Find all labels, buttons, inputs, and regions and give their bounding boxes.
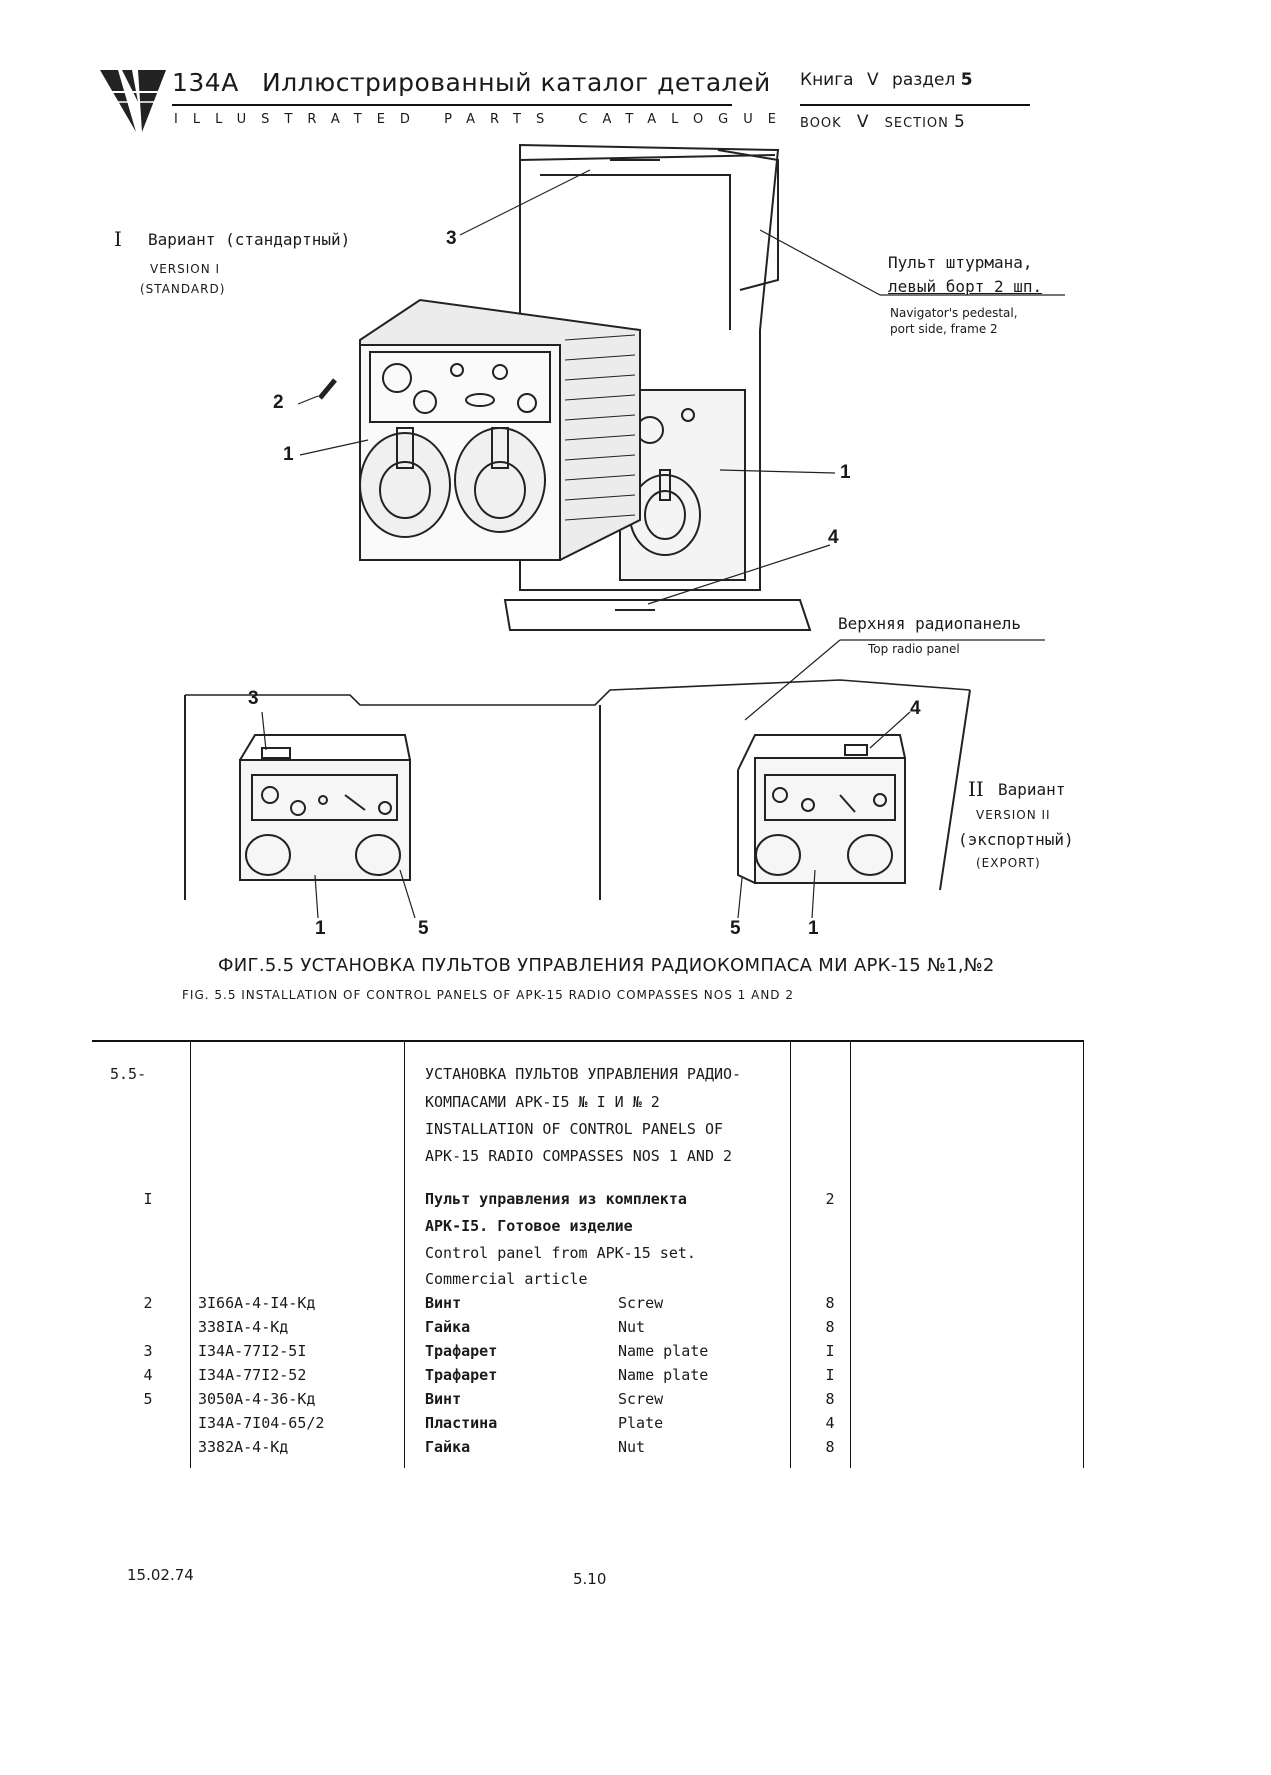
table-cell-qty: 8	[825, 1438, 835, 1456]
top-panel-label-en: Top radio panel	[868, 642, 960, 656]
callout-1-left: 1	[283, 444, 294, 465]
catalog-title-ru: Иллюстрированный каталог деталей	[262, 68, 771, 97]
table-cell-item: 4	[143, 1366, 153, 1384]
version-1-label-en: VERSION I	[150, 262, 221, 276]
table-cell-ru: Винт	[425, 1294, 462, 1312]
navigator-label-en: Navigator's pedestal,	[890, 306, 1018, 320]
callout-4-top: 4	[828, 527, 839, 548]
table-cell-part: 3382A-4-Кд	[198, 1438, 289, 1456]
callout-5-bottom-left: 5	[418, 918, 429, 939]
table-cell-part: I34A-77I2-52	[198, 1366, 307, 1384]
table-cell-ru: УСТАНОВКА ПУЛЬТОВ УПРАВЛЕНИЯ РАДИО-	[425, 1065, 742, 1083]
table-cell-en: Screw	[618, 1294, 664, 1312]
table-cell-qty: I	[825, 1366, 835, 1384]
table-cell-en: Plate	[618, 1414, 664, 1432]
book-label-en: BOOK V SECTION 5	[800, 112, 966, 132]
table-cell-item: I	[143, 1190, 153, 1208]
catalog-title-en: ILLUSTRATED PARTS CATALOGUE	[174, 112, 791, 127]
callout-3-bottom: 3	[248, 688, 259, 709]
table-cell-ru: INSTALLATION OF CONTROL PANELS OF	[425, 1120, 724, 1138]
table-cell-qty: I	[825, 1342, 835, 1360]
table-column-divider	[190, 1040, 191, 1468]
book-word-ru: Книга	[800, 70, 854, 90]
footer-page-number: 5.10	[573, 1570, 607, 1588]
version-2-label-ru-b: (экспортный)	[958, 830, 1074, 849]
table-cell-ru: Commercial article	[425, 1270, 588, 1288]
table-cell-ru: КОМПАСАМИ АРК-I5 № I И № 2	[425, 1093, 660, 1111]
table-cell-en: Name plate	[618, 1366, 709, 1384]
callout-2: 2	[273, 392, 284, 413]
book-label-ru: Книга V раздел 5	[800, 70, 973, 90]
table-cell-qty: 8	[825, 1294, 835, 1312]
book-word-en: BOOK	[800, 116, 842, 131]
figure-caption-en: FIG. 5.5 INSTALLATION OF CONTROL PANELS …	[182, 988, 794, 1002]
table-cell-part: 3I66A-4-I4-Кд	[198, 1294, 316, 1312]
table-cell-ru: Пластина	[425, 1414, 498, 1432]
table-cell-part: 338IA-4-Кд	[198, 1318, 289, 1336]
footer-date: 15.02.74	[127, 1566, 194, 1584]
table-cell-item: 5	[143, 1390, 153, 1408]
header-divider-right	[800, 104, 1030, 106]
callout-1-bottom-right: 1	[808, 918, 819, 939]
callout-1-bottom-left: 1	[315, 918, 326, 939]
table-cell-part: 3050A-4-36-Кд	[198, 1390, 316, 1408]
table-cell-ru: Трафарет	[425, 1366, 498, 1384]
table-column-divider	[404, 1040, 405, 1468]
callout-4-bottom: 4	[910, 698, 921, 719]
book-number-en: V	[856, 112, 870, 132]
header-divider	[172, 104, 732, 106]
table-cell-part: I34A-77I2-5I	[198, 1342, 307, 1360]
table-cell-qty: 8	[825, 1390, 835, 1408]
version-1-label-en-b: (STANDARD)	[140, 282, 226, 296]
section-word-en: SECTION	[884, 116, 949, 131]
callout-5-bottom-right: 5	[730, 918, 741, 939]
version-2-numeral: II	[968, 777, 984, 801]
table-cell-ru: Control panel from APK-15 set.	[425, 1244, 696, 1262]
table-cell-part: I34A-7I04-65/2	[198, 1414, 325, 1432]
table-cell-ru: Винт	[425, 1390, 462, 1408]
installation-illustration	[184, 143, 1065, 919]
callout-3-top: 3	[446, 228, 457, 249]
parts-table	[92, 1040, 1084, 1470]
navigator-label-en-b: port side, frame 2	[890, 322, 998, 336]
book-number: V	[867, 70, 879, 90]
section-number-en: 5	[954, 112, 966, 132]
table-column-divider	[1083, 1040, 1084, 1468]
table-cell-ru: Трафарет	[425, 1342, 498, 1360]
table-cell-ru: Гайка	[425, 1318, 471, 1336]
table-cell-item: 2	[143, 1294, 153, 1312]
table-cell-en: Screw	[618, 1390, 664, 1408]
table-cell-qty: 4	[825, 1414, 835, 1432]
navigator-label-ru-b: левый борт 2 шп.	[888, 277, 1043, 296]
version-1-label-ru: Вариант (стандартный)	[148, 230, 351, 249]
version-1-numeral: I	[114, 227, 122, 251]
table-cell-item: 3	[143, 1342, 153, 1360]
table-cell-ru: Пульт управления из комплекта	[425, 1190, 687, 1208]
version-2-label-en-b: (EXPORT)	[976, 856, 1041, 870]
version-2-label-ru: Вариант	[998, 780, 1066, 799]
table-column-divider	[790, 1040, 791, 1468]
table-cell-en: Nut	[618, 1318, 646, 1336]
table-cell-ru: АРК-I5. Готовое изделие	[425, 1217, 633, 1235]
section-word-ru: раздел	[892, 70, 956, 90]
table-cell-en: Nut	[618, 1438, 646, 1456]
version-2-label-en: VERSION II	[976, 808, 1051, 822]
table-cell-ru: APK-15 RADIO COMPASSES NOS 1 AND 2	[425, 1147, 733, 1165]
top-panel-label-ru: Верхняя радиопанель	[838, 614, 1022, 633]
section-number: 5	[960, 70, 973, 90]
figure-caption-ru: ФИГ.5.5 УСТАНОВКА ПУЛЬТОВ УПРАВЛЕНИЯ РАД…	[218, 955, 995, 976]
table-cell-ru: Гайка	[425, 1438, 471, 1456]
table-cell-qty: 2	[825, 1190, 835, 1208]
callout-1-right: 1	[840, 462, 851, 483]
logo	[98, 62, 168, 142]
model-number: 134A	[172, 68, 239, 97]
navigator-label-ru: Пульт штурмана,	[888, 253, 1033, 272]
table-cell-en: Name plate	[618, 1342, 709, 1360]
table-column-divider	[850, 1040, 851, 1468]
table-cell-item: 5.5-	[110, 1065, 147, 1083]
table-cell-qty: 8	[825, 1318, 835, 1336]
